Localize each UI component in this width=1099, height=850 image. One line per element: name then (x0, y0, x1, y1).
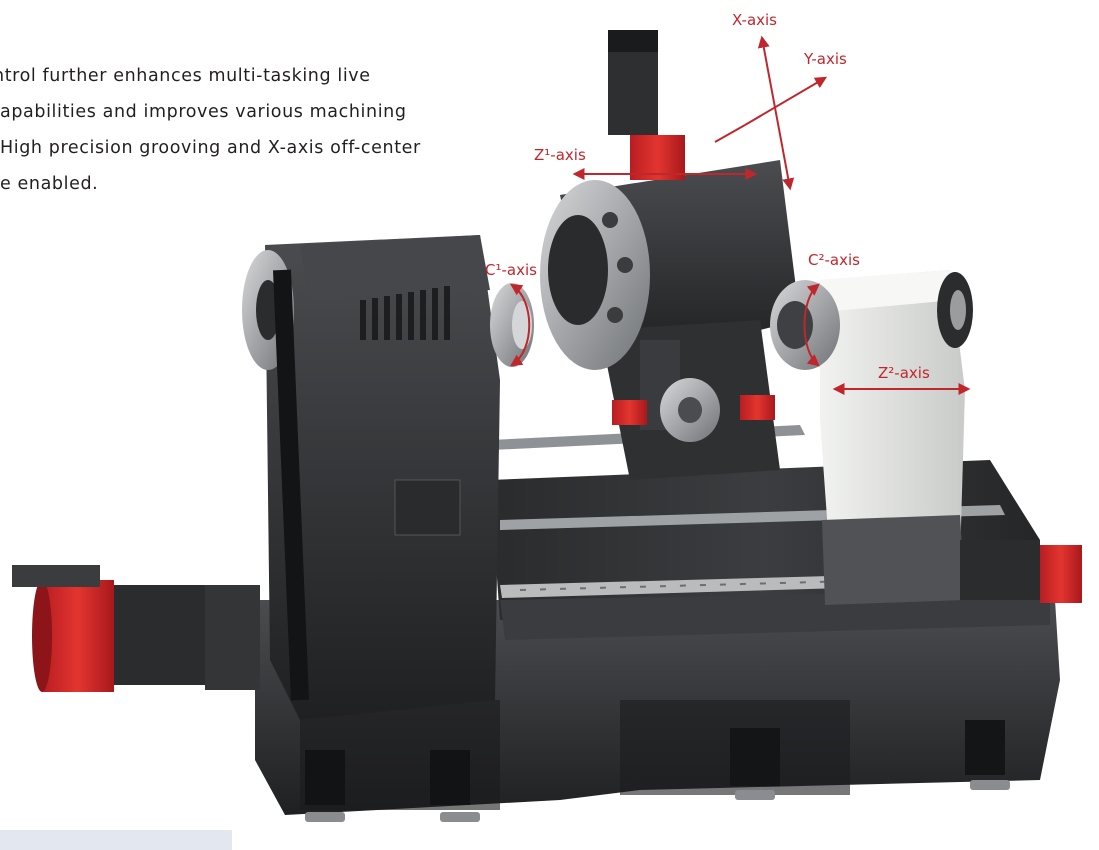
c1-axis-label: C¹-axis (485, 261, 537, 279)
y-axis-label: Y-axis (803, 50, 847, 68)
intro-line-1: ntrol further enhances multi-tasking liv… (0, 66, 371, 86)
y-axis-arrow-tail (714, 124, 746, 143)
axis-annotations (509, 35, 971, 395)
footer-band (0, 830, 232, 850)
c2-axis-label: C²-axis (808, 251, 860, 269)
c2-axis-arrow (803, 283, 820, 367)
turret-assembly (540, 30, 800, 480)
headstock (242, 235, 534, 720)
y-axis-arrow (744, 76, 828, 126)
intro-line-4: e enabled. (0, 174, 99, 194)
c1-axis-arrow (509, 283, 531, 367)
sub-spindle-headstock (770, 270, 973, 605)
x-axis-label: X-axis (732, 11, 777, 29)
x-axis-arrow (757, 35, 795, 191)
z2-servo-motor (960, 540, 1082, 603)
main-spindle-motor (12, 565, 260, 692)
intro-paragraph: ntrol further enhances multi-tasking liv… (0, 58, 500, 202)
intro-line-3: High precision grooving and X-axis off-c… (0, 138, 421, 158)
z2-axis-label: Z²-axis (878, 364, 930, 382)
z1-axis-label: Z¹-axis (534, 146, 586, 164)
intro-line-2: apabilities and improves various machini… (0, 102, 407, 122)
